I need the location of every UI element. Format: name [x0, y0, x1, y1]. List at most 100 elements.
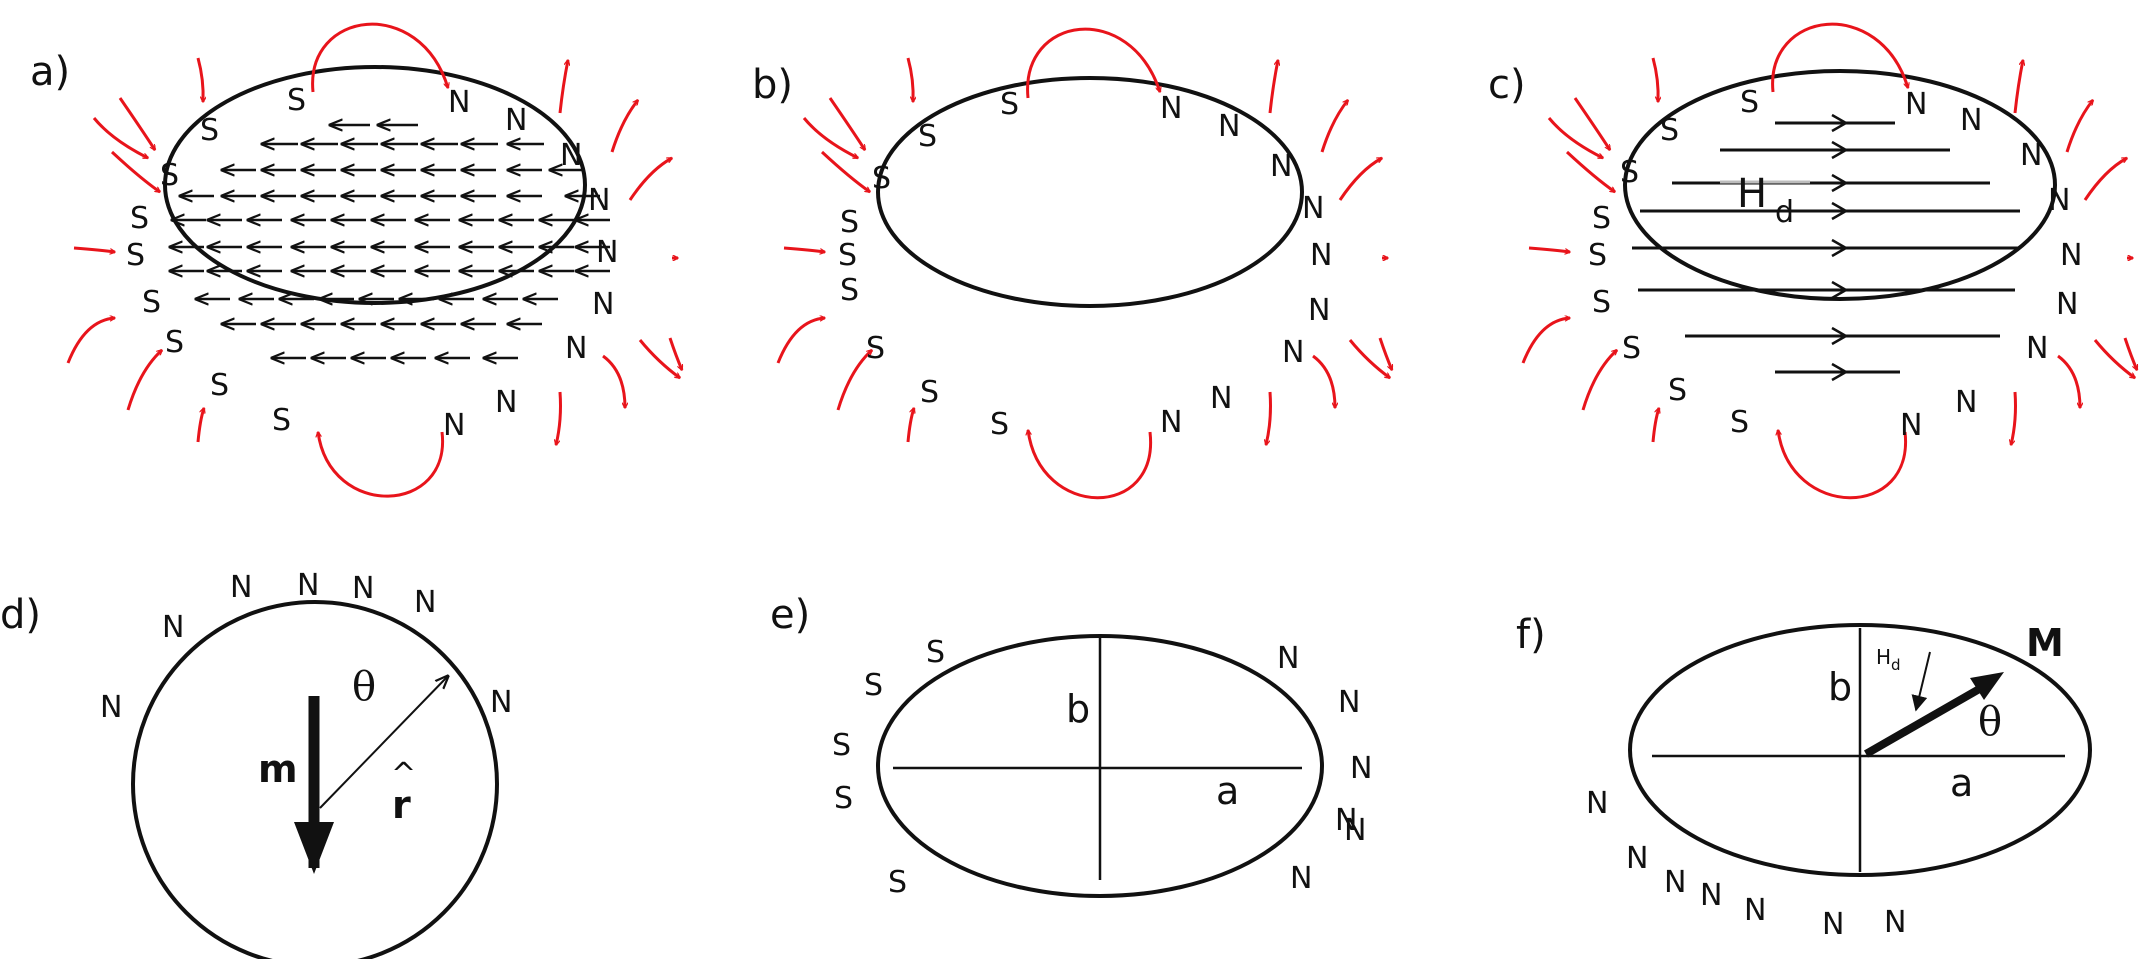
panel-c-pole-7: S: [1622, 331, 1641, 366]
panel-b-field-line-7: [906, 57, 913, 102]
panel-a-pole-7: S: [165, 325, 184, 360]
panel-f-pole-4: N: [1700, 878, 1722, 913]
panel-b-field-line-13: [1378, 337, 1394, 370]
panel-f-label: f): [1516, 612, 1546, 658]
panel-b-pole-8: S: [920, 375, 939, 410]
panel-b-field-line-14: [1312, 354, 1335, 408]
panel-e-pole-5: S: [888, 865, 907, 900]
panel-d-pole-1: N: [100, 690, 122, 725]
panel-a-pole-18: N: [443, 408, 465, 443]
panel-f-pole-5: N: [1744, 893, 1766, 928]
panel-b-field-line-5: [836, 350, 872, 411]
panel-c-field-line-13: [2123, 337, 2139, 370]
panel-d-radius-arrow: [319, 676, 448, 809]
panel-f-a-label: a: [1950, 761, 1973, 805]
panel-a-field-line-1: [118, 97, 157, 150]
panel-b-pole-4: S: [840, 205, 859, 240]
panel-f-hd-arrow: [1911, 651, 1931, 712]
panel-c-pole-5: S: [1588, 238, 1607, 273]
panel-c-pole-10: N: [1905, 87, 1927, 122]
panel-e-pole-6: N: [1277, 641, 1299, 676]
panel-e-pole-8: N: [1350, 751, 1372, 786]
panel-c-hd-label: H: [1737, 171, 1767, 217]
panel-a-pole-15: N: [592, 287, 614, 322]
panel-d-pole-7: N: [490, 685, 512, 720]
panel-c-pole-17: N: [1955, 385, 1977, 420]
panel-d-pole-4: N: [297, 568, 319, 603]
panel-a-pole-5: S: [126, 238, 145, 273]
panel-b-pole-13: N: [1302, 191, 1324, 226]
panel-b-field-line-9: [1268, 60, 1278, 114]
panel-a-field-line-2: [110, 150, 160, 194]
panel-e-pole-2: S: [864, 668, 883, 703]
panel-c-field-line-10: [2065, 100, 2093, 153]
panel-c-field-line-14: [2057, 354, 2080, 408]
panel-d-pole-6: N: [414, 585, 436, 620]
panel-c-field-line-8: [1547, 117, 1603, 160]
panel-e-ellipse: [876, 634, 1324, 898]
panel-a-field-line-17: [311, 22, 448, 93]
panel-f-theta-label: θ: [1978, 699, 2002, 745]
panel-c-pole-3: S: [1620, 155, 1639, 190]
panel-b-pole-14: N: [1310, 238, 1332, 273]
panel-e-pole-11: N: [1335, 803, 1357, 838]
panel-d-theta-label: θ: [352, 664, 376, 710]
panel-b-pole-3: S: [872, 161, 891, 196]
panel-b-pole-16: N: [1282, 335, 1304, 370]
panel-b-field-line-1: [828, 97, 867, 150]
panel-c-pole-8: S: [1668, 373, 1687, 408]
panel-b-field-line-11: [1338, 156, 1382, 201]
panel-b-field-line-6: [906, 408, 914, 443]
panel-c-field-line-1: [1573, 97, 1612, 150]
panel-a-magnetization-arrows: [170, 125, 610, 358]
panel-f-pole-2: N: [1626, 841, 1648, 876]
demag-line-arrow-6: [1831, 280, 1849, 300]
panel-e-pole-3: S: [832, 728, 851, 763]
panel-b-pole-1: S: [1000, 87, 1019, 122]
demag-line-arrow-2: [1831, 140, 1849, 160]
panel-d-sphere: [131, 600, 499, 959]
panel-d-moment-label: m: [258, 747, 298, 791]
panel-a-field-line-18: [318, 432, 444, 498]
panel-c-demag-field-lines: [1632, 113, 2020, 382]
panel-c-pole-12: N: [2020, 138, 2042, 173]
panel-a-field-line-13: [668, 337, 684, 370]
panel-a-ellipse: [163, 65, 587, 305]
panel-b-pole-11: N: [1218, 109, 1240, 144]
panel-f-m-label: M: [2026, 621, 2064, 665]
panel-c-field-line-3: [1528, 246, 1570, 252]
panel-b-pole-12: N: [1270, 149, 1292, 184]
panel-b-field-line-8: [802, 117, 858, 160]
panel-a-pole-17: N: [495, 385, 517, 420]
panel-f-pole-1: N: [1586, 786, 1608, 821]
panel-d-rhat-label: r: [392, 783, 411, 827]
panel-c-field-line-4: [1521, 318, 1570, 364]
panel-c-pole-15: N: [2056, 287, 2078, 322]
panel-b-field-lines: [776, 27, 1394, 500]
panel-f-magnetization-arrow: [1864, 680, 1990, 758]
panel-c-field-line-9: [2013, 60, 2023, 114]
panel-c-pole-14: N: [2060, 238, 2082, 273]
panel-d-pole-5: N: [352, 571, 374, 606]
panel-a-pole-2: S: [200, 113, 219, 148]
panel-f-pole-6: N: [1822, 907, 1844, 942]
panel-e-a-label: a: [1216, 769, 1239, 813]
panel-c-pole-18: N: [1900, 408, 1922, 443]
panel-a-field-line-8: [92, 117, 148, 160]
panel-a-field-line-4: [66, 318, 115, 364]
panel-a-pole-12: N: [560, 138, 582, 173]
panel-e-label: e): [770, 592, 810, 638]
panel-c-pole-13: N: [2048, 183, 2070, 218]
panel-a-field-line-9: [558, 60, 568, 114]
panel-c-pole-4: S: [1592, 201, 1611, 236]
panel-c-ellipse: [1623, 69, 2057, 301]
panel-b-field-line-10: [1320, 100, 1348, 153]
panel-f-pole-3: N: [1664, 865, 1686, 900]
